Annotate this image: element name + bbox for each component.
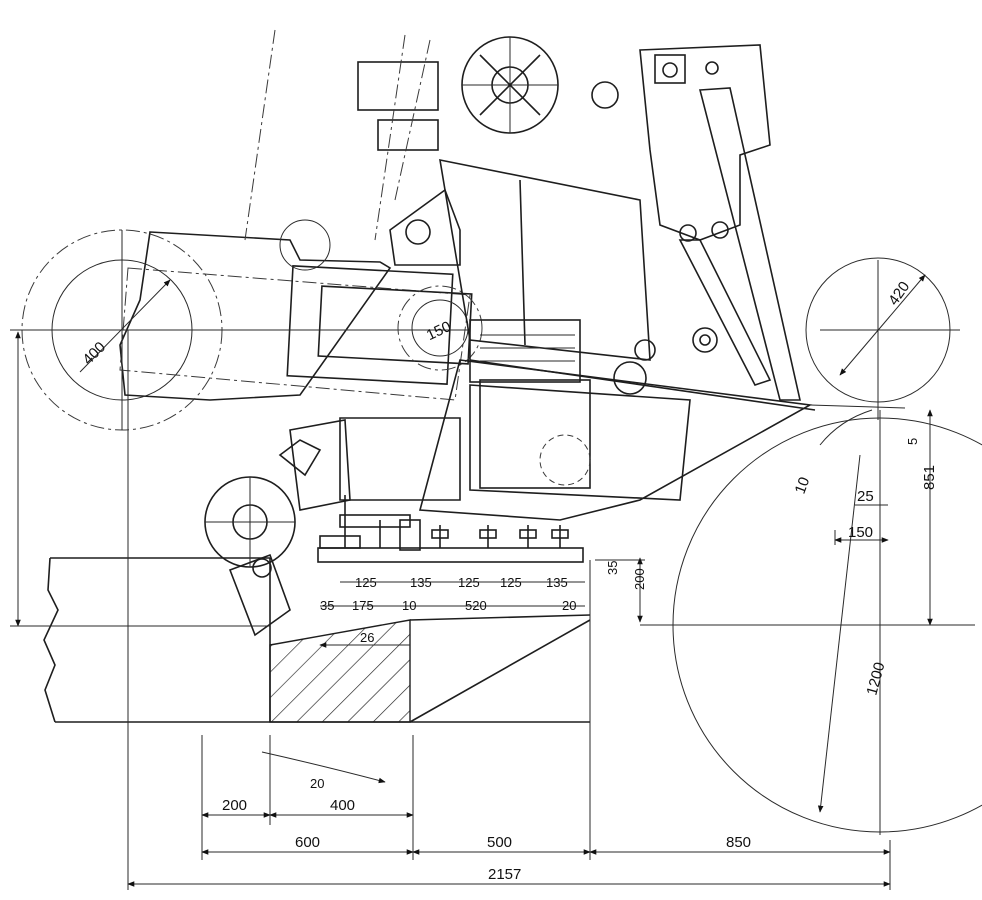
dim-row2-2: 10: [402, 598, 416, 613]
dim-850: 850: [726, 834, 751, 851]
left-roll-circle: 400: [10, 229, 470, 431]
dim-1200: 1200: [863, 661, 888, 698]
dim-row1-2: 125: [458, 575, 480, 590]
left-upper-bracket: [244, 29, 461, 271]
dim-row1-1: 135: [410, 575, 432, 590]
dim-row2-1: 175: [352, 598, 374, 613]
top-handwheel: [357, 36, 559, 151]
rail-dimensions: 125 135 125 125 135 35 175 10 520 20 26 …: [319, 557, 647, 648]
dim-500: 500: [487, 834, 512, 851]
left-pivot-arm: [119, 231, 473, 401]
lower-left-handwheel: [204, 439, 322, 637]
dim-150-right: 150: [848, 524, 873, 541]
dim-420: 420: [885, 278, 913, 308]
dim-851: 851: [921, 465, 938, 490]
dim-row1-0: 125: [355, 575, 377, 590]
dim-row2-4: 20: [562, 598, 576, 613]
dim-35-vertical: 35: [605, 561, 620, 575]
dim-400-bottom: 400: [330, 797, 355, 814]
dim-26: 26: [360, 630, 374, 645]
bottom-dimensions: 20 200 400 600 500 850 2157: [127, 330, 891, 890]
top-right-bracket: [591, 44, 801, 401]
dim-5: 5: [905, 438, 920, 445]
hatched-concrete-block: [269, 619, 411, 723]
anchor-bolts: [344, 495, 569, 548]
dim-row1-3: 125: [500, 575, 522, 590]
right-dimensions: 851 5 150 25 10: [792, 409, 938, 626]
dim-20-degrees: 20: [310, 776, 324, 791]
dim-200-bottom: 200: [222, 797, 247, 814]
dim-2157: 2157: [488, 866, 521, 883]
dim-25: 25: [857, 488, 874, 505]
right-roll-circle: 420: [805, 257, 960, 420]
base-rail: [317, 495, 584, 563]
dim-600: 600: [295, 834, 320, 851]
dim-400: 400: [79, 339, 109, 369]
tool-tip-line: [809, 404, 906, 409]
dim-row2-3: 520: [465, 598, 487, 613]
dim-10-angle: 10: [792, 475, 814, 496]
dim-row1-4: 135: [546, 575, 568, 590]
dim-row2-0: 35: [320, 598, 334, 613]
left-vertical-dimension: [10, 331, 270, 627]
central-frame: [289, 158, 816, 521]
dim-200-vertical: 200: [632, 568, 647, 590]
